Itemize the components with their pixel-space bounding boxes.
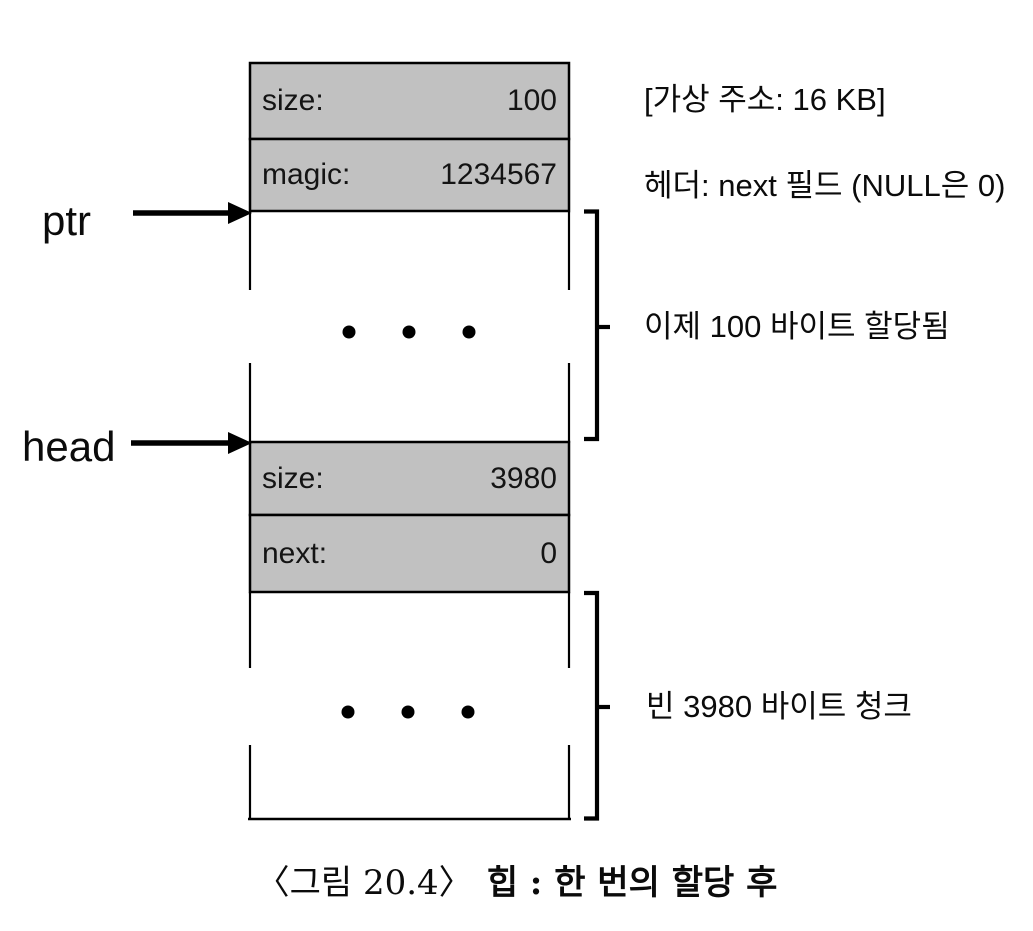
ellipsis-dots-free bbox=[341, 705, 475, 719]
head-label: head bbox=[22, 423, 116, 470]
free-bracket bbox=[584, 590, 610, 821]
ellipsis-dots-allocated bbox=[342, 325, 476, 339]
heap-row-magic: magic: 1234567 bbox=[249, 139, 570, 211]
field-label: magic: bbox=[262, 158, 351, 191]
annotation-virtual-address: [가상 주소: 16 KB] bbox=[644, 82, 886, 117]
field-value: 3980 bbox=[490, 461, 557, 495]
head-arrow bbox=[131, 432, 252, 454]
heap-box-next bbox=[248, 513, 571, 594]
field-label: size: bbox=[262, 461, 324, 495]
field-label: size: bbox=[262, 83, 324, 117]
field-value: 100 bbox=[506, 83, 557, 117]
heap-row-next: next: 0 bbox=[249, 515, 570, 592]
annotation-allocated-note: 이제 100 바이트 할당됨 bbox=[644, 309, 950, 344]
annotation-free-note: 빈 3980 바이트 청크 bbox=[646, 689, 912, 724]
heap-box-size-3980 bbox=[248, 440, 571, 517]
field-value: 0 bbox=[540, 536, 557, 570]
ptr-label: ptr bbox=[42, 197, 92, 244]
allocated-region-borders bbox=[248, 212, 571, 443]
figure-caption: 〈그림 20.4〉 힙 : 한 번의 할당 후 bbox=[0, 858, 1033, 908]
figure-title: 힙 : 한 번의 할당 후 bbox=[486, 863, 778, 903]
free-region-borders bbox=[248, 592, 571, 821]
annotation-header-note: 헤더: next 필드 (NULL은 0) bbox=[644, 168, 1006, 203]
field-value: 1234567 bbox=[440, 158, 557, 191]
allocated-bracket bbox=[584, 209, 610, 442]
field-label: next: bbox=[262, 536, 328, 570]
figure-number: 〈그림 20.4〉 bbox=[255, 863, 473, 903]
heap-box-magic bbox=[248, 137, 571, 213]
heap-box-size-100 bbox=[248, 61, 571, 141]
heap-row-size-100: size: 100 bbox=[249, 62, 570, 139]
ptr-arrow bbox=[133, 202, 252, 224]
heap-row-size-3980: size: 3980 bbox=[249, 442, 570, 515]
